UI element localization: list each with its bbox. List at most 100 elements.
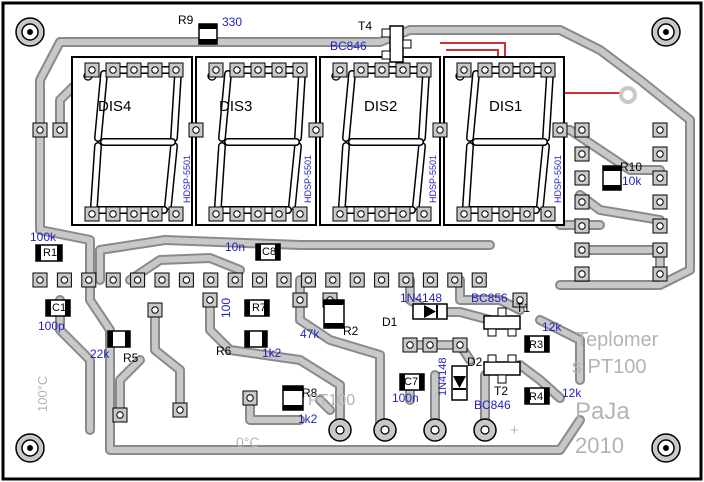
r6-ref: R6 — [216, 344, 232, 358]
via-pad — [422, 337, 438, 353]
terminal-pads — [328, 418, 497, 442]
c8-ref: C8 — [262, 246, 277, 258]
display-dis1-label: DIS1 — [489, 98, 523, 115]
display-pad-top — [374, 62, 390, 78]
silk-plus: + — [510, 422, 519, 439]
r5-body — [107, 330, 131, 348]
mounting-hole-top-left — [15, 17, 45, 47]
r10-ref: R10 — [620, 160, 643, 174]
r2-body — [323, 299, 345, 329]
display-pad-bottom — [353, 206, 369, 222]
silk-hundred: 100°C — [35, 375, 50, 412]
diode-d1-body — [412, 303, 448, 320]
r10-value: 10k — [622, 174, 642, 188]
display-module-1 — [443, 56, 565, 226]
r10-body — [602, 165, 622, 191]
header-pad — [178, 272, 194, 288]
display-pad-bottom — [271, 206, 287, 222]
header-pad — [398, 272, 414, 288]
r6-body — [244, 330, 268, 348]
header-pad — [227, 272, 243, 288]
right-pad-inner — [574, 266, 590, 282]
right-pad-inner — [574, 122, 590, 138]
mounting-hole-bottom-left — [15, 433, 45, 463]
right-pad — [652, 146, 668, 162]
r3-ref: R3 — [529, 339, 544, 351]
display-pad-top — [147, 62, 163, 78]
terminal-pad — [328, 418, 352, 442]
transistor-t4-body — [381, 25, 412, 63]
display-module-3 — [195, 56, 317, 226]
display-pad-top — [105, 62, 121, 78]
display-pad-top — [126, 62, 142, 78]
via-pad — [452, 337, 468, 353]
d2-ref: D2 — [467, 355, 483, 369]
side-pad — [432, 122, 448, 138]
via-pad — [147, 302, 163, 318]
header-pad — [374, 272, 390, 288]
right-pad — [652, 194, 668, 210]
right-pad — [652, 266, 668, 282]
r9-ref: R9 — [178, 13, 194, 27]
display-pad-bottom — [292, 206, 308, 222]
r2-value: 47k — [300, 327, 320, 341]
t4-ref: T4 — [358, 19, 373, 33]
c1-ref: C1 — [52, 302, 67, 314]
c1-value: 100p — [38, 319, 65, 333]
display-module-4 — [71, 56, 193, 226]
right-pad — [652, 170, 668, 186]
r6-value: 1k2 — [262, 346, 282, 360]
r9-body — [198, 23, 218, 45]
d1-value: 1N4148 — [400, 291, 443, 305]
right-pad-inner — [574, 146, 590, 162]
display-pad-bottom — [374, 206, 390, 222]
display-pad-top — [477, 62, 493, 78]
display-pad-top — [519, 62, 535, 78]
header-pad — [349, 272, 365, 288]
r3-body — [524, 335, 550, 353]
display-pad-bottom — [540, 206, 556, 222]
r8-body — [282, 385, 304, 411]
r9-value: 330 — [222, 15, 243, 29]
right-pad-inner — [574, 218, 590, 234]
via-pad — [402, 337, 418, 353]
header-pad — [130, 272, 146, 288]
silk-zero: 0°C — [236, 434, 260, 450]
display-module-2 — [319, 56, 441, 226]
display-dis1-part: HDSP-5501 — [553, 154, 563, 203]
display-pad-bottom — [250, 206, 266, 222]
display-pad-bottom — [519, 206, 535, 222]
display-pad-top — [208, 62, 224, 78]
silk-author: PaJa — [575, 398, 630, 425]
c8-value: 10n — [225, 240, 246, 254]
diode-d2-body — [451, 365, 468, 401]
silk-sensor: PT100 — [308, 392, 356, 409]
r4-body — [524, 387, 550, 405]
display-pad-bottom — [332, 206, 348, 222]
silk-title-line1: Teplomer — [576, 329, 659, 351]
display-pad-top — [416, 62, 432, 78]
display-pad-top — [456, 62, 472, 78]
header-pad — [32, 272, 48, 288]
display-pad-top — [168, 62, 184, 78]
display-pad-top — [271, 62, 287, 78]
display-pad-top — [250, 62, 266, 78]
right-pad — [652, 122, 668, 138]
display-dis2-label: DIS2 — [364, 98, 398, 115]
r4-ref: R4 — [529, 391, 544, 403]
d1-ref: D1 — [382, 315, 398, 329]
smd-parts — [35, 23, 622, 411]
display-pad-bottom — [395, 206, 411, 222]
t1-ref: T1 — [516, 301, 531, 315]
display-pad-bottom — [208, 206, 224, 222]
right-pad-inner — [574, 242, 590, 258]
header-pad — [154, 272, 170, 288]
display-dis2-part: HDSP-5501 — [428, 154, 438, 203]
side-pad — [188, 122, 204, 138]
r1-body — [35, 244, 63, 262]
d2-value: 1N4148 — [437, 357, 449, 396]
right-pad — [652, 242, 668, 258]
r7-value: 100 — [219, 297, 233, 318]
